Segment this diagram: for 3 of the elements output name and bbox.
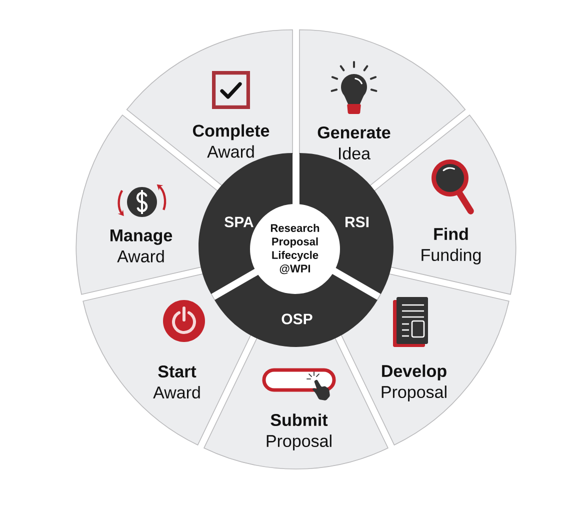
node-label: RSI xyxy=(346,216,368,228)
wheel-segment: Complete Award xyxy=(126,29,293,188)
wheel-segment: Generate Idea xyxy=(299,29,466,188)
